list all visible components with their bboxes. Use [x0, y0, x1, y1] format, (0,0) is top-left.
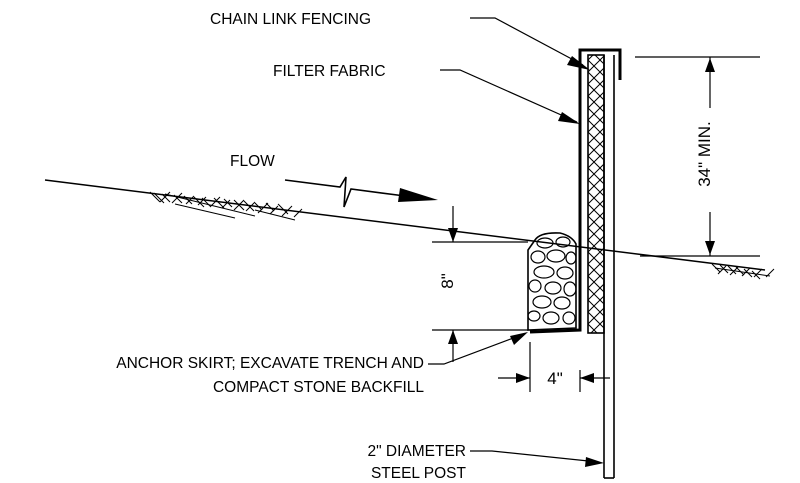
label-steel-post-line2: STEEL POST: [371, 465, 467, 482]
ground-line: [44, 179, 766, 271]
flow-arrow: [284, 176, 438, 208]
leader-anchor-skirt: [428, 332, 528, 365]
label-filter-fabric: FILTER FABRIC: [273, 63, 386, 80]
label-flow: FLOW: [230, 153, 275, 170]
leader-chain-link: [470, 17, 590, 70]
label-steel-post-line1: 2" DIAMETER: [367, 443, 466, 460]
leader-filter-fabric: [440, 69, 580, 124]
dimension-trench-width: [498, 342, 610, 392]
label-chain-link-fencing: CHAIN LINK FENCING: [210, 11, 371, 28]
soil-hatching-right: [711, 263, 775, 280]
dimension-trench-width-text: 4": [547, 369, 563, 388]
dimension-trench-depth-text: 8": [438, 273, 457, 289]
dimension-trench-depth: [432, 206, 528, 362]
stone-backfill: [527, 232, 577, 331]
label-anchor-skirt-line2: COMPACT STONE BACKFILL: [213, 379, 424, 396]
dimension-height: [635, 56, 760, 257]
chain-link-panel: [587, 54, 605, 334]
soil-hatching-left: [149, 191, 303, 221]
dimension-height-text: 34" MIN.: [695, 121, 714, 187]
filter-fabric-line: [529, 48, 622, 334]
leader-steel-post: [470, 450, 604, 467]
label-anchor-skirt-line1: ANCHOR SKIRT; EXCAVATE TRENCH AND: [116, 355, 424, 372]
steel-post: [603, 55, 615, 479]
